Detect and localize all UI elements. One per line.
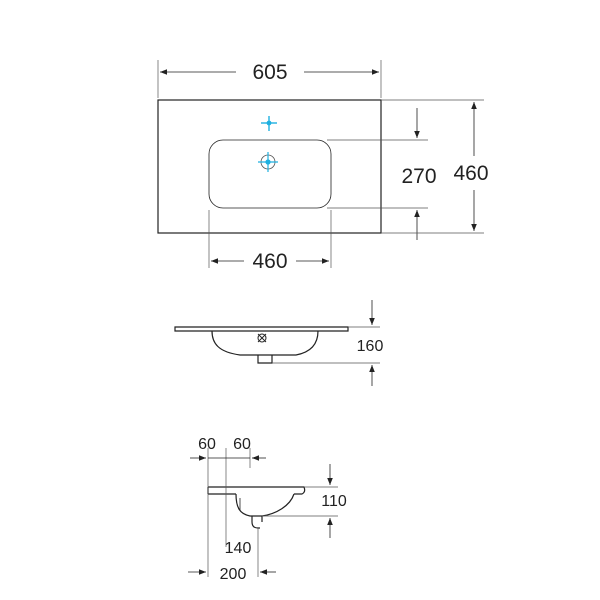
dim-bowl-height: 110 (262, 464, 347, 538)
rim-offset-label-2: 60 (233, 436, 251, 453)
side-bowl (235, 493, 295, 517)
dim-overall-depth: 200 (188, 566, 276, 583)
dim-bowl-width: 460 (208, 210, 332, 273)
drain-offset-label: 140 (225, 540, 252, 557)
top-view: 605 460 270 460 (157, 60, 489, 273)
front-view: 160 (174, 300, 383, 386)
front-slab (174, 326, 349, 332)
side-slab (208, 486, 306, 495)
height-label: 160 (357, 338, 384, 355)
front-bowl (211, 330, 319, 356)
dim-rim-offsets: 60 60 (190, 436, 266, 577)
dim-bowl-depth: 270 (327, 108, 437, 240)
depth-label: 460 (453, 162, 488, 185)
tap-hole-icon (261, 116, 277, 131)
bowl-width-label: 460 (252, 250, 287, 273)
rim-offset-label-1: 60 (198, 436, 216, 453)
bowl-outline (208, 139, 332, 209)
basin-outline (157, 99, 382, 234)
bowl-depth-label: 270 (401, 165, 436, 188)
overall-depth-label: 200 (220, 566, 247, 583)
width-label: 605 (252, 61, 287, 84)
dim-drain-offset: 140 (225, 528, 259, 577)
dim-depth: 460 (381, 99, 489, 234)
dim-width: 605 (157, 60, 382, 98)
bowl-height-label: 110 (321, 493, 347, 510)
side-view: 60 60 110 140 200 (188, 436, 347, 583)
overflow-icon (257, 333, 267, 343)
dim-height: 160 (272, 300, 383, 386)
drain-icon (258, 152, 278, 172)
